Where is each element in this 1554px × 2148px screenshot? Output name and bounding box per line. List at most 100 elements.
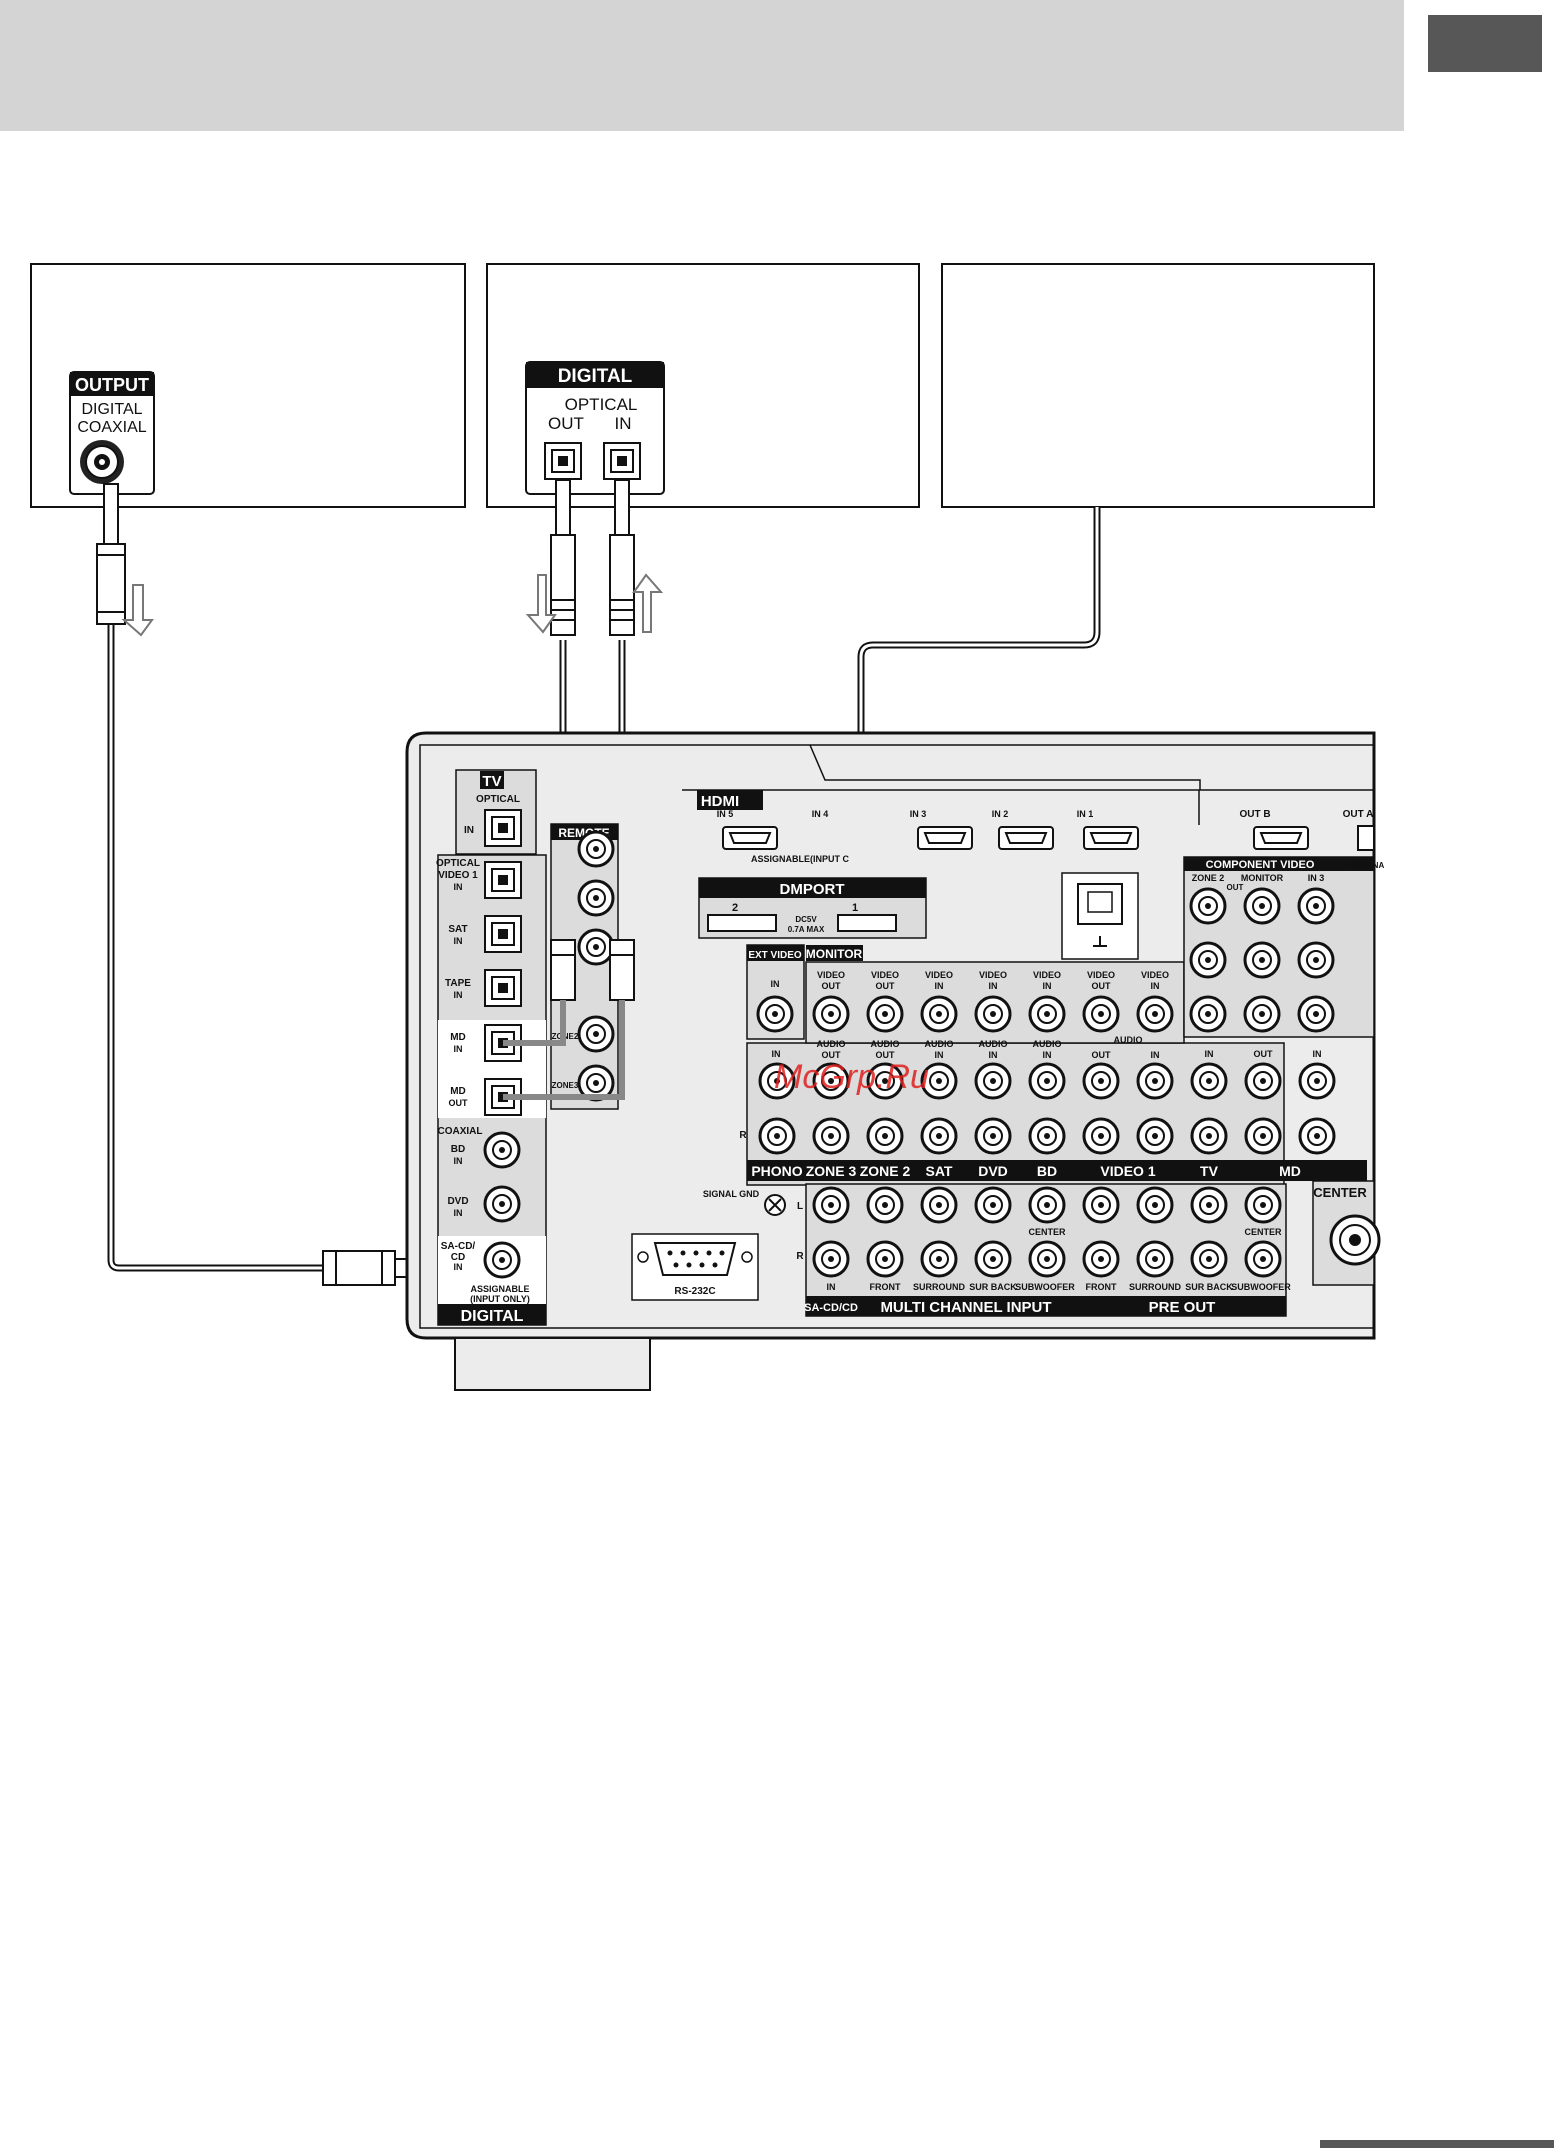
phono-in-label: IN (772, 1049, 781, 1059)
dvd-audio-in-label: IN (989, 1050, 998, 1060)
zone2-video-out-label: OUT (876, 981, 896, 991)
center-speaker-terminal (1329, 1214, 1381, 1266)
recorder-digital-header: DIGITAL (558, 366, 633, 387)
tape-in-label: IN (454, 990, 463, 1000)
optical-plug-md (503, 939, 635, 1100)
pre-surback-r-jack (1190, 1240, 1228, 1278)
sat-optical-jack (484, 915, 522, 953)
rs232c-label: RS-232C (674, 1286, 715, 1297)
md-out-r-jack (1244, 1117, 1282, 1155)
signal-gnd-label: SIGNAL GND (703, 1189, 760, 1199)
md-audio-in-label: IN (1313, 1049, 1322, 1059)
input-label: ZONE 2 (860, 1163, 911, 1179)
md-out-l-jack (1244, 1062, 1282, 1100)
input-label: PHONO (751, 1163, 802, 1179)
cv-assignable-label: ASSIGNA (1348, 861, 1385, 870)
recorder-optical-label: OPTICAL (565, 395, 638, 414)
sat-audio-in-label: IN (935, 1050, 944, 1060)
dvd-l-jack (974, 1062, 1012, 1100)
zone3-r-jack (812, 1117, 850, 1155)
pre-surround-l-jack (1136, 1186, 1174, 1224)
bd-audio-label: AUDIO (1033, 1039, 1062, 1049)
watermark: McGrp.Ru (774, 1058, 929, 1096)
coaxial-cable (96, 483, 495, 1286)
multi-subwoofer-label: SUBWOOFER (1015, 1282, 1075, 1292)
cv-in3-label: IN 3 (1308, 873, 1325, 883)
pre-subwoofer-jack (1244, 1240, 1282, 1278)
dmport-2-port (707, 914, 777, 932)
sacd-multi-l-jack (812, 1186, 850, 1224)
optical-in-arrow (632, 573, 664, 633)
zone3-audio-label: AUDIO (817, 1039, 846, 1049)
footer-bar (1320, 2140, 1554, 2148)
sat-video-in-jack (920, 995, 958, 1033)
dvd-coaxial-jack (483, 1185, 521, 1223)
bd-audio-in-label: IN (1043, 1050, 1052, 1060)
video1-audio-label: AUDIO (1114, 1035, 1143, 1045)
input-label: DVD (978, 1163, 1008, 1179)
ethernet-port-inner (1087, 891, 1113, 913)
video1-video-out-label: OUT (1092, 981, 1112, 991)
cv-zone2-y-jack (1189, 887, 1227, 925)
dvd-label: DVD (447, 1196, 468, 1207)
recorder-digital-header-bg (526, 362, 664, 388)
video1-label: VIDEO 1 (438, 870, 478, 881)
md-out-label: MD (450, 1086, 466, 1097)
component-video-header-bg (1184, 857, 1374, 871)
tv-r-jack (1190, 1117, 1228, 1155)
video1-video-in-jack (1136, 995, 1174, 1033)
remote-jack-1 (577, 830, 615, 868)
md-out-sub: OUT (449, 1098, 469, 1108)
cv-in3-y-jack (1297, 887, 1335, 925)
rs232c-screw-right (741, 1251, 753, 1263)
dmport-header: DMPORT (780, 881, 845, 898)
hdmi-in4-label: IN 4 (812, 809, 829, 819)
tv-header: TV (482, 773, 501, 790)
dvd-video-in-label: IN (989, 981, 998, 991)
hdmi-in5-port (722, 826, 778, 850)
tape-label: TAPE (445, 978, 471, 989)
input-label-strip (747, 1160, 1367, 1181)
ext-video-header-bg (747, 945, 804, 961)
ipod-dock-device-box (941, 263, 1375, 508)
remote-jack-3 (577, 928, 615, 966)
rs232c-port (653, 1242, 737, 1276)
assignable-label-2: (INPUT ONLY) (470, 1294, 530, 1304)
receiver-inner-outline (419, 744, 1375, 1329)
bd-label: BD (451, 1144, 465, 1155)
multi-surback-r-jack (974, 1240, 1012, 1278)
dvd-in-label: IN (454, 1208, 463, 1218)
hdmi-out-b-label: OUT B (1239, 809, 1270, 820)
dmport-power-1: DC5V (795, 915, 817, 924)
sat-audio-label: AUDIO (925, 1039, 954, 1049)
coax-signal-arrow (121, 584, 154, 637)
tv-header-bg (480, 771, 504, 789)
tv-in-label: IN (464, 825, 474, 836)
hdmi-assignable-label: ASSIGNABLE(INPUT C (751, 854, 850, 864)
md-audio-out-label: OUT (1254, 1049, 1274, 1059)
multi-surround-r-jack (920, 1240, 958, 1278)
pre-center-label: CENTER (1244, 1227, 1282, 1237)
cv-zone2-label: ZONE 2 (1192, 873, 1225, 883)
md-in-label: MD (450, 1032, 466, 1043)
dmport-2-label: 2 (732, 902, 738, 914)
player-coaxial-jack (80, 440, 124, 484)
sat-label: SAT (448, 924, 467, 935)
hdmi-out-a-port (1357, 825, 1375, 851)
remote-jack-2 (577, 879, 615, 917)
cv-monitor-y-jack (1243, 887, 1281, 925)
input-label: ZONE 3 (806, 1163, 857, 1179)
zone2-audio-out-label: OUT (876, 1050, 896, 1060)
pre-surround-label: SURROUND (1129, 1282, 1182, 1292)
output-digital-label: DIGITAL (81, 401, 142, 418)
sat-video-label: VIDEO (925, 970, 953, 980)
bd-in-label: IN (454, 1156, 463, 1166)
signal-gnd-terminal (764, 1194, 786, 1216)
recorder-optical-out-jack (544, 442, 582, 480)
video1-out-l-jack (1082, 1062, 1120, 1100)
multi-surback-label: SUR BACK (969, 1282, 1017, 1292)
ext-video-in-label: IN (771, 979, 780, 989)
hdmi-in3-port (917, 826, 973, 850)
video1-video-label: VIDEO (1087, 970, 1115, 980)
